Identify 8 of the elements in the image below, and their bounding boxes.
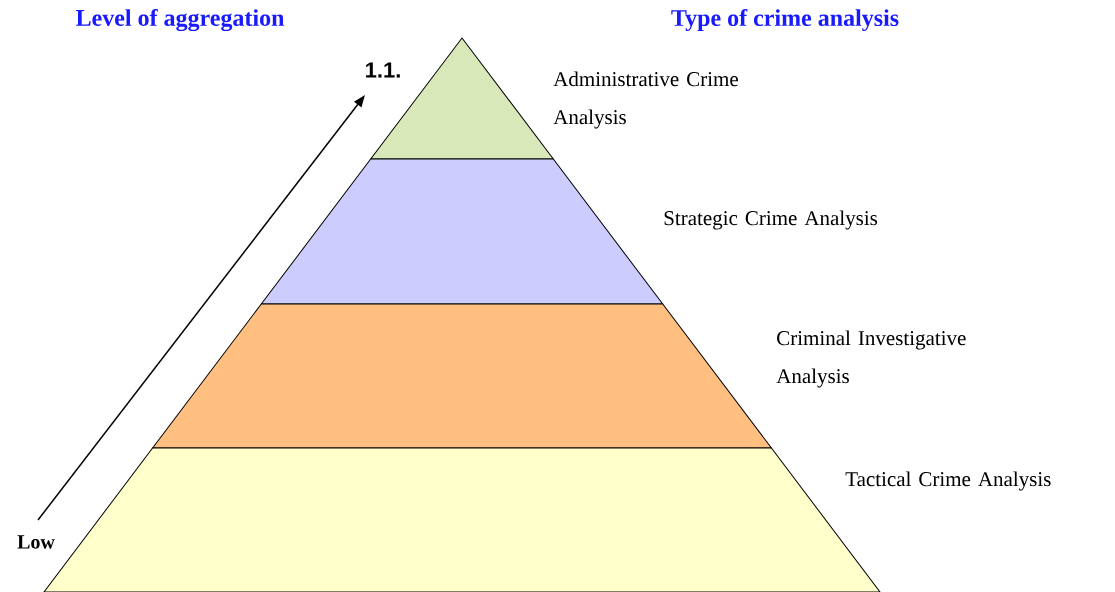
level-label: Strategic Crime Analysis <box>664 210 878 230</box>
level-label: Administrative Crime Analysis <box>553 71 738 129</box>
axis-label: Low <box>17 535 55 549</box>
heading: Level of aggregation <box>76 8 285 32</box>
level-label: Criminal Investigative Analysis <box>776 330 966 388</box>
step-number: 1.1. <box>366 62 400 78</box>
heading: Type of crime analysis <box>671 8 899 32</box>
level-label: Tactical Crime Analysis <box>845 471 1051 491</box>
